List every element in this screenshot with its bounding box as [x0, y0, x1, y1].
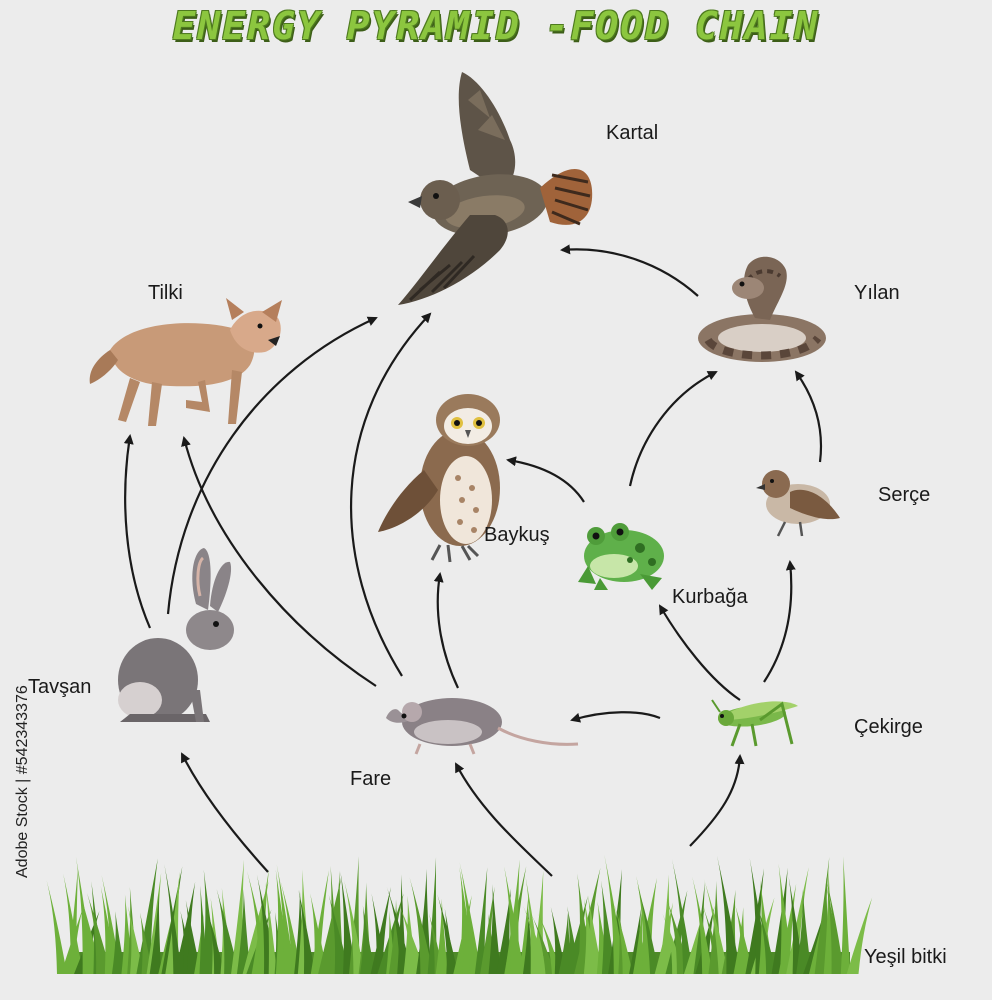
grass-blade	[745, 868, 765, 974]
grass-blade	[136, 858, 158, 974]
grass-blade	[600, 880, 617, 974]
grass-blade	[703, 878, 729, 974]
grass-blade	[216, 888, 240, 974]
arrow-sparrow-to-snake	[794, 370, 823, 463]
grass-blade	[671, 858, 693, 974]
grasshopper-illustration	[711, 699, 798, 747]
grass-blade	[370, 887, 391, 974]
arrow-plant-to-mouse	[455, 762, 553, 877]
grass-blade	[778, 863, 794, 974]
arrow-plant-to-grasshopper	[689, 754, 745, 847]
grass-blade	[658, 874, 673, 974]
arrow-mouse-to-owl	[433, 572, 459, 689]
grass-blade	[692, 876, 713, 974]
frog-illustration	[578, 523, 664, 590]
grass-blade	[823, 867, 834, 974]
label-grasshopper: Çekirge	[854, 716, 923, 738]
arrow-grasshopper-to-mouse	[570, 711, 661, 723]
grass-blade	[717, 855, 741, 974]
grass-blade	[388, 899, 402, 974]
grass-blade	[684, 906, 706, 974]
arrow-plant-to-rabbit	[181, 752, 269, 873]
grass-blade	[276, 864, 295, 974]
label-owl: Baykuş	[484, 524, 550, 546]
grass-illustration	[46, 854, 873, 974]
grass-blade	[786, 867, 809, 974]
grass-blade	[488, 884, 501, 974]
owl-illustration	[378, 394, 500, 563]
stock-watermark-id: Adobe Stock | #542343376	[14, 685, 31, 878]
grass-blade	[185, 900, 202, 974]
fox-illustration	[89, 298, 282, 426]
grass-blade	[614, 905, 633, 974]
grass-blade	[265, 882, 277, 974]
arrow-mouse-to-eagle	[350, 312, 432, 677]
grass-blade	[437, 894, 459, 974]
arrow-rabbit-to-eagle	[166, 316, 378, 615]
rabbit-illustration	[118, 548, 234, 722]
grass-blade	[583, 899, 600, 974]
arrow-mouse-to-fox	[181, 436, 377, 687]
label-sparrow: Serçe	[878, 484, 931, 506]
grass-blade	[360, 905, 376, 974]
grass-blade	[504, 866, 525, 974]
mouse-illustration	[386, 698, 579, 755]
label-fox: Tilki	[148, 282, 183, 304]
grass-blade	[480, 886, 495, 974]
grass-blade	[280, 879, 302, 974]
eagle-illustration	[398, 72, 593, 305]
grass-blade	[637, 885, 660, 974]
grass-blade	[275, 869, 292, 974]
grass-blade	[532, 870, 544, 974]
grass-blade	[530, 913, 555, 974]
grass-blade	[814, 856, 830, 974]
grass-blade	[587, 895, 603, 974]
grass-blade	[756, 904, 777, 974]
grass-blade	[523, 905, 550, 974]
grass-blade	[343, 879, 365, 974]
label-frog: Kurbağa	[672, 586, 748, 608]
grass-blade	[318, 876, 342, 974]
label-mouse: Fare	[350, 768, 392, 790]
grass-blade	[206, 909, 225, 974]
grass-blade	[567, 906, 581, 974]
grass-blade	[149, 892, 162, 974]
grass-blade	[495, 888, 512, 974]
arrow-frog-to-owl	[506, 456, 585, 503]
grass-blade	[840, 856, 851, 974]
snake-illustration	[698, 256, 826, 362]
grass-blade	[409, 877, 434, 974]
arrow-grasshopper-to-sparrow	[763, 560, 796, 683]
label-rabbit: Tavşan	[28, 676, 92, 698]
grass-blade	[298, 889, 316, 974]
grass-blade	[474, 867, 488, 974]
grass-blade	[558, 912, 573, 974]
grass-blade	[846, 897, 873, 974]
arrow-frog-to-snake	[628, 371, 718, 487]
grass-blade	[111, 911, 126, 974]
grass-blade	[796, 889, 812, 974]
label-plant: Yeşil bitki	[864, 946, 947, 968]
grass-blade	[236, 889, 251, 974]
label-eagle: Kartal	[606, 122, 659, 144]
grass-blade	[371, 893, 387, 974]
arrow-grasshopper-to-frog	[658, 604, 741, 701]
diagram-title: ENERGY PYRAMID -FOOD CHAIN	[172, 4, 820, 48]
grass-blade	[825, 876, 845, 974]
grass-blade	[459, 862, 482, 974]
sparrow-illustration	[756, 470, 840, 537]
grass-blade	[46, 880, 67, 974]
grass-blade	[435, 898, 448, 974]
grass-blade	[63, 873, 84, 974]
grass-blade	[522, 908, 533, 974]
grass-blade	[577, 873, 593, 974]
grass-blade	[164, 864, 182, 974]
arrow-rabbit-to-fox	[123, 434, 152, 629]
label-snake: Yılan	[854, 282, 900, 304]
arrow-snake-to-eagle	[560, 244, 699, 297]
